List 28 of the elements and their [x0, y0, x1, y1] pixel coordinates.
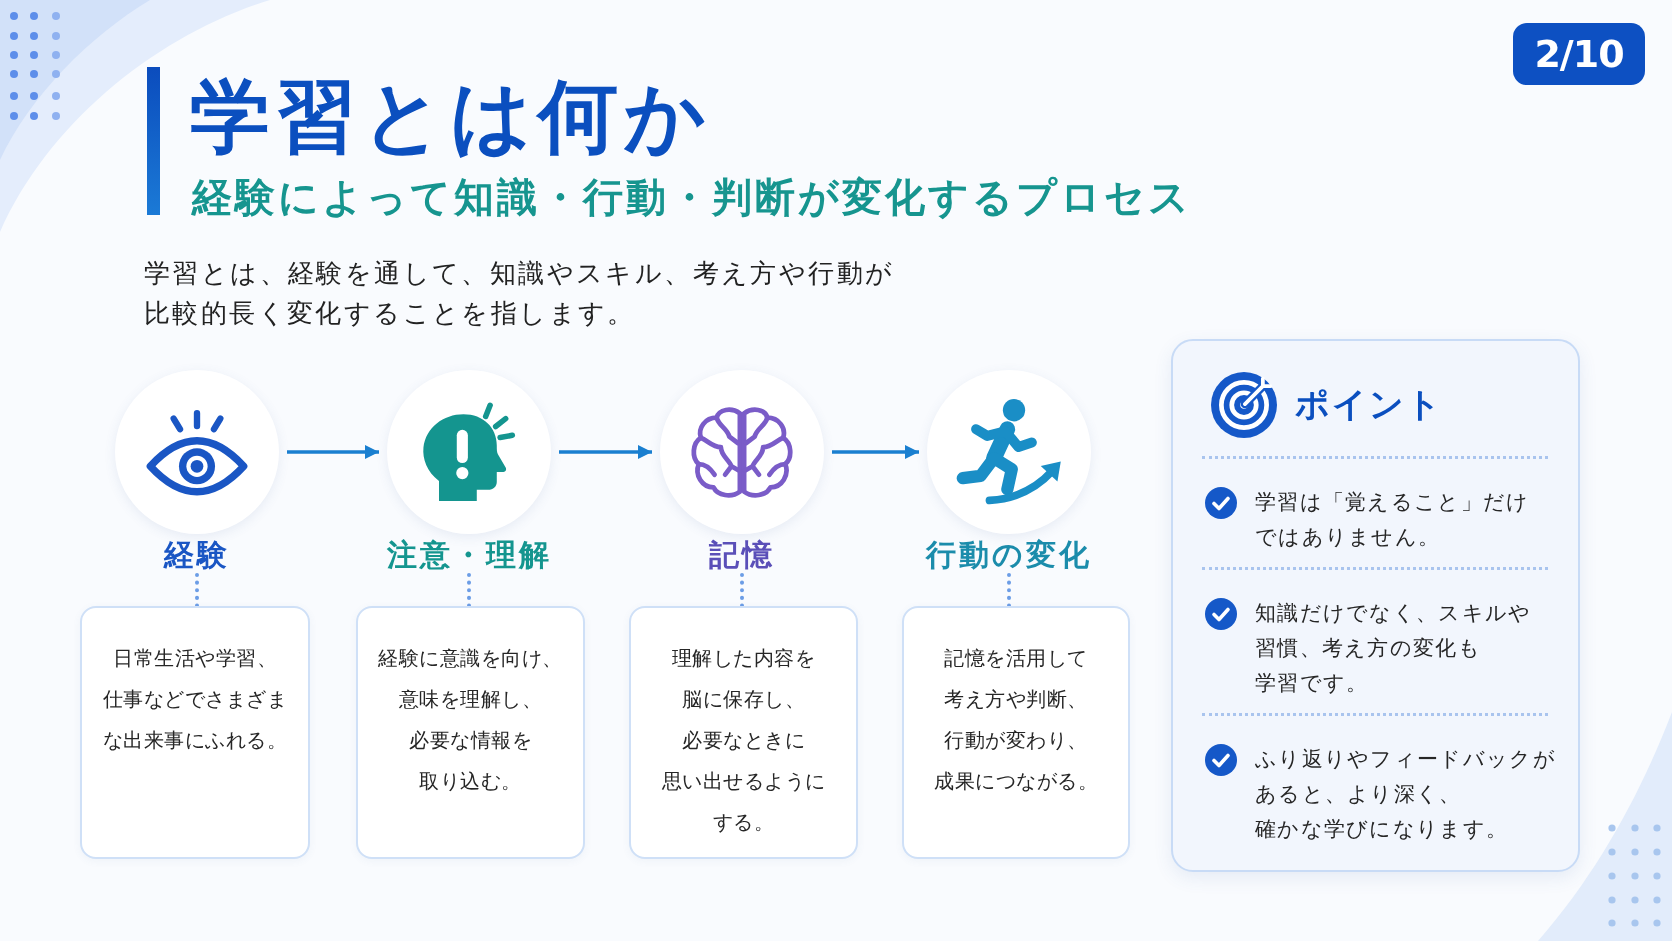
bullet-text: 学習は「覚えること」だけではありません。 [1255, 489, 1531, 551]
step-label: 注意・理解 [385, 536, 553, 574]
bullet-text: 知識だけでなく、スキルや習慣、考え方の変化も学習です。 [1255, 600, 1533, 697]
description-text: 記憶を活用して考え方や判断、行動が変わり、成果につながる。 [933, 646, 1099, 795]
arrow [287, 445, 379, 459]
arrow [832, 445, 919, 459]
step-label: 行動の変化 [924, 536, 1093, 574]
description-card [80, 606, 310, 859]
description-text: 日常生活や学習、仕事などでさまざまな出来事にふれる。 [101, 646, 289, 754]
intro-text: 学習とは、経験を通して、知識やスキル、考え方や行動が比較的長く変化することを指します。 [144, 257, 896, 330]
description-card [902, 606, 1130, 859]
bullet-text: ふり返りやフィードバックがあると、より深く、確かな学びになります。 [1255, 746, 1557, 843]
dotted-connector [740, 573, 744, 608]
page-badge: 2/10 [1513, 23, 1645, 85]
description-text: 理解した内容を脳に保存し、必要なときに思い出せるようにする。 [660, 646, 827, 836]
arrow [559, 445, 652, 459]
step-label: 記憶 [708, 536, 776, 574]
step-label: 経験 [162, 536, 231, 574]
dotted-connector [1007, 573, 1011, 608]
description-text: 経験に意識を向け、意味を理解し、必要な情報を取り込む。 [377, 646, 564, 795]
title: 学習とは何か [190, 72, 712, 162]
description-card [629, 606, 858, 859]
dotted-connector [467, 573, 471, 608]
description-card [356, 606, 585, 859]
panel-heading: ポイント [1295, 383, 1443, 426]
point-panel [1171, 339, 1580, 872]
dotted-connector [195, 573, 199, 608]
subtitle: 経験によって知識・行動・判断が変化するプロセス [192, 173, 1192, 222]
